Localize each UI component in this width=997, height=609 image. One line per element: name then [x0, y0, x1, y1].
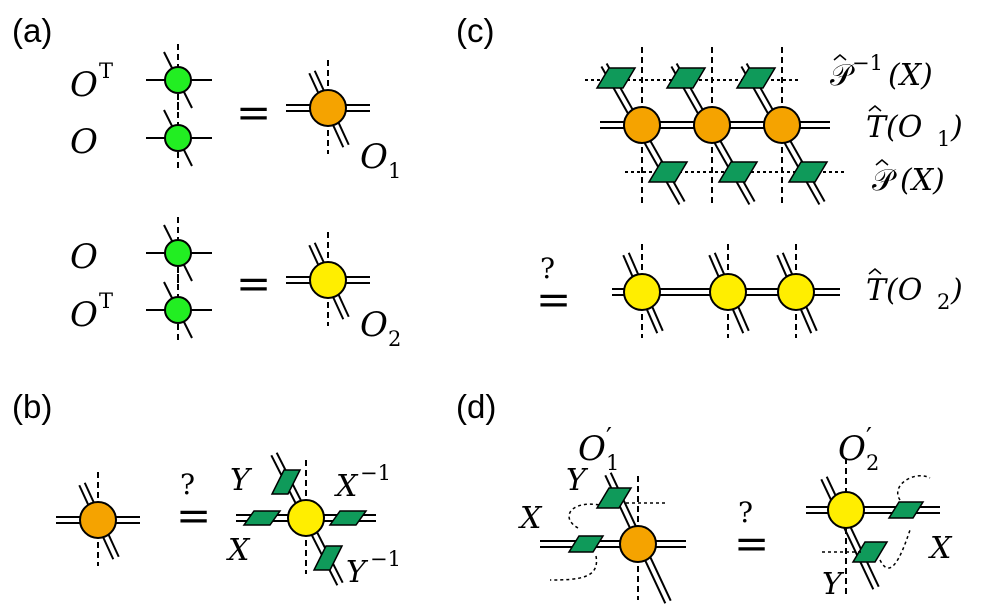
c-eq-question: ?: [540, 252, 555, 285]
panel-a-label: (a): [12, 12, 52, 49]
c-tile-bottom-2: [717, 161, 759, 183]
a-result1-O: O: [360, 137, 388, 177]
c-row4-T: T: [866, 273, 888, 308]
c-row1-hat: [833, 54, 847, 61]
a-row1-O: O: [70, 65, 98, 105]
a-row2-O: O: [70, 122, 98, 162]
b-Xinv-label: X: [334, 469, 359, 504]
d-right-diag-a: [820, 478, 875, 590]
b-eq-question: ?: [180, 468, 195, 501]
panel-c-label: (c): [456, 12, 494, 49]
c-row1-sup: −1: [852, 51, 883, 75]
d-right-dotted-curve-top: [897, 475, 931, 501]
a-orange-node: [309, 89, 347, 127]
b-tile-Yinv: [312, 545, 344, 571]
c-row2-arg: (O: [886, 110, 922, 145]
d-right-dotted-curve-bottom: [879, 529, 911, 569]
a-row1-T: T: [99, 59, 113, 83]
d-eq-question: ?: [738, 496, 753, 529]
a-green-node-2: [164, 124, 192, 152]
b-Yinv-label: Y: [346, 555, 369, 590]
c-orange-node-2: [693, 106, 731, 144]
c-row2-sub: 1: [937, 127, 950, 151]
d-left-tile-X: [567, 535, 605, 553]
b-yellow-node: [287, 499, 325, 537]
a-equals-2: =: [236, 259, 271, 308]
d-yellow-node: [827, 491, 865, 529]
d-eq-sign: =: [734, 519, 769, 568]
a-result2-sub: 2: [388, 327, 401, 351]
d-O1-label: O: [578, 429, 606, 469]
d-right-tile-Y: [851, 541, 889, 563]
c-row3-P: 𝒫: [872, 163, 897, 198]
b-tile-Y: [270, 469, 302, 495]
c-orange-node-3: [763, 106, 801, 144]
b-tile-X: [242, 510, 282, 526]
c-row3-arg: (X): [900, 163, 945, 198]
c-eq-sign: =: [536, 275, 571, 324]
d-right-X: X: [928, 531, 953, 566]
b-Yinv-sup: −1: [370, 547, 401, 571]
d-left-dotted-curve-top: [568, 503, 601, 529]
a-row4-T: T: [99, 289, 113, 313]
d-left-X: X: [518, 501, 543, 536]
a-green-node-4: [164, 296, 192, 324]
a-result1-sub: 1: [388, 159, 401, 183]
c-row3-hat: [875, 159, 889, 166]
b-X-label: X: [226, 533, 251, 568]
c-row1-P: 𝒫: [830, 58, 855, 93]
panel-d-label: (d): [456, 388, 496, 425]
d-left-tile-Y: [595, 487, 633, 509]
d-O2-sub: 2: [866, 451, 879, 475]
d-left-Y: Y: [566, 463, 589, 498]
a-result2-O: O: [360, 305, 388, 345]
b-tile-Xinv: [328, 510, 368, 526]
d-right-tile-X: [887, 501, 925, 519]
d-O2-prime: ′: [866, 423, 872, 453]
c-row4-hat: [868, 268, 882, 275]
c-tile-top-3: [735, 67, 777, 89]
a-green-node-1: [164, 66, 192, 94]
a-row3-O: O: [70, 237, 98, 277]
c-row4-sub: 2: [937, 290, 950, 314]
a-row4-O: O: [70, 295, 98, 335]
d-O1-prime: ′: [606, 423, 612, 453]
diagram-layer: [56, 44, 940, 604]
d-orange-node: [619, 525, 657, 563]
c-tile-bottom-1: [647, 161, 689, 183]
panel-b-label: (b): [12, 388, 52, 425]
c-tile-top-2: [665, 67, 707, 89]
b-orange-node: [79, 501, 117, 539]
d-O2-label: O: [838, 429, 866, 469]
a-yellow-node: [309, 261, 347, 299]
b-Y-label: Y: [230, 463, 253, 498]
b-Xinv-sup: −1: [360, 461, 391, 485]
c-tile-top-1: [595, 67, 637, 89]
c-row4-arg: (O: [886, 273, 922, 308]
c-row2-hat: [868, 105, 882, 112]
c-tile-bottom-3: [787, 161, 829, 183]
c-row2-close: ): [950, 110, 963, 145]
c-yellow-node-2: [709, 273, 747, 311]
c-orange-node-1: [623, 106, 661, 144]
c-row1-arg: (X): [888, 58, 933, 93]
c-yellow-node-3: [777, 273, 815, 311]
c-row2-T: T: [866, 110, 888, 145]
c-row4-close: ): [950, 273, 963, 308]
a-equals-1: =: [236, 88, 271, 137]
d-O1-sub: 1: [606, 451, 619, 475]
d-left-dotted-curve-bottom: [549, 555, 598, 581]
b-eq-sign: =: [176, 491, 211, 540]
a-green-node-3: [164, 239, 192, 267]
d-right-Y: Y: [822, 567, 845, 602]
c-yellow-node-1: [623, 273, 661, 311]
